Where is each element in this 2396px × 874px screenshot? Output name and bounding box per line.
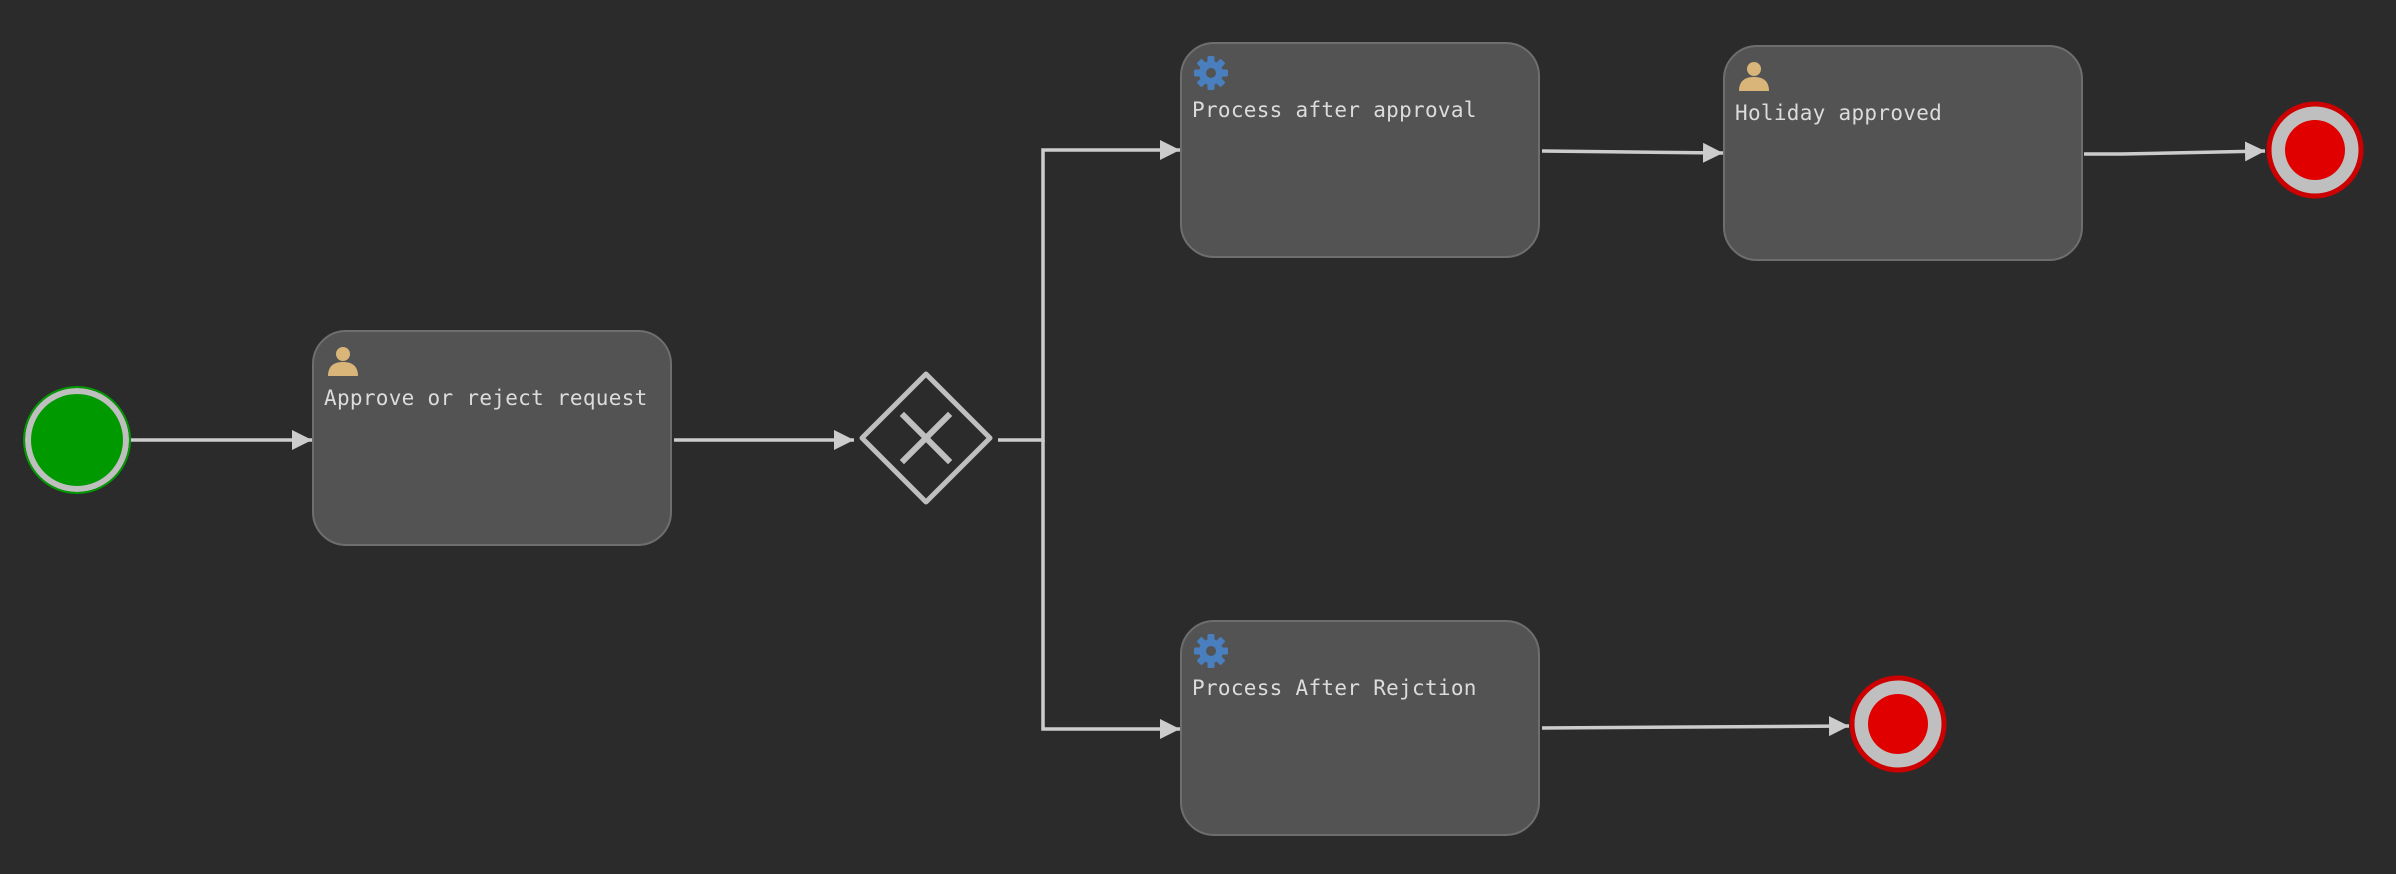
end-event-approved[interactable] (2264, 99, 2366, 201)
gear-icon (1194, 634, 1228, 668)
exclusive-gateway[interactable] (858, 370, 994, 506)
task-label: Process After Rejction (1192, 676, 1477, 700)
task-label: Process after approval (1192, 98, 1477, 122)
task-holiday-approved[interactable]: Holiday approved (1723, 45, 2083, 261)
task-process-after-rejection[interactable]: Process After Rejction (1180, 620, 1540, 836)
gear-icon (1194, 56, 1228, 90)
task-label: Holiday approved (1735, 101, 1943, 125)
end-event-rejected[interactable] (1847, 673, 1949, 775)
flow-rejection-to-end[interactable] (1541, 716, 1850, 737)
flow-gateway-to-rejection[interactable] (1041, 440, 1180, 739)
flow-approval-to-holiday[interactable] (1541, 142, 1724, 163)
user-icon (328, 347, 358, 376)
flow-holiday-to-end[interactable] (2084, 141, 2266, 162)
flow-gateway-to-approval[interactable] (998, 140, 1180, 442)
task-process-after-approval[interactable]: Process after approval (1180, 42, 1540, 258)
start-event[interactable] (22, 385, 132, 495)
task-label: Approve or reject request (324, 386, 648, 410)
x-marker-icon (899, 411, 953, 465)
task-approve-or-reject[interactable]: Approve or reject request (312, 330, 672, 546)
user-icon (1739, 62, 1769, 91)
